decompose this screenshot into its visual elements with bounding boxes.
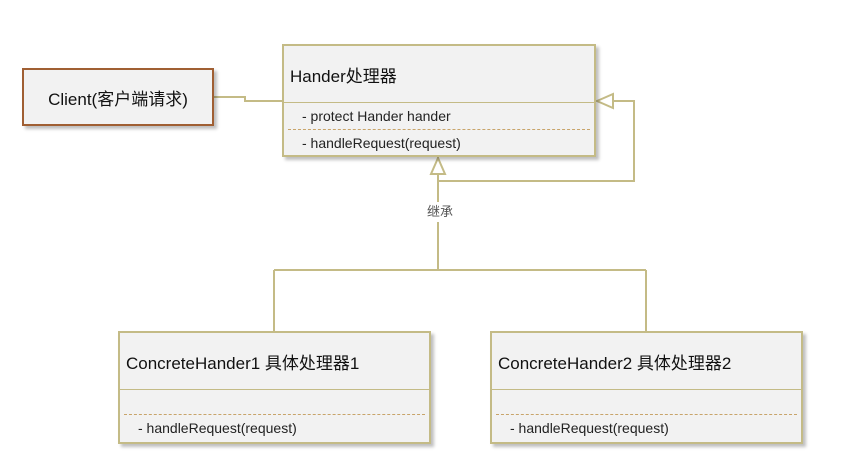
concrete-handler-1-method: - handleRequest(request): [138, 420, 297, 436]
self-reference-arrowhead: [594, 92, 614, 110]
concrete-handler-1-attributes: [120, 390, 429, 414]
concrete-handler-2-method: - handleRequest(request): [510, 420, 669, 436]
concrete-handler-2-title: ConcreteHander2 具体处理器2: [492, 333, 801, 390]
handler-divider: [288, 129, 590, 130]
inheritance-label: 继承: [424, 202, 456, 222]
client-label: Client(客户端请求): [48, 89, 188, 109]
handler-method: - handleRequest(request): [302, 134, 461, 151]
concrete-handler-2-attributes: [492, 390, 801, 414]
handler-attribute: - protect Hander hander: [302, 108, 451, 124]
inheritance-arrowhead: [429, 155, 447, 175]
concrete-handler-1-title: ConcreteHander1 具体处理器1: [120, 333, 429, 390]
handler-class-box[interactable]: Hander处理器 - protect Hander hander - hand…: [282, 44, 596, 157]
concrete-handler-1-divider: [124, 414, 425, 415]
concrete-handler-2-box[interactable]: ConcreteHander2 具体处理器2 - handleRequest(r…: [490, 331, 803, 444]
concrete-handler-1-box[interactable]: ConcreteHander1 具体处理器1 - handleRequest(r…: [118, 331, 431, 444]
client-box[interactable]: Client(客户端请求): [22, 68, 214, 126]
handler-class-title: Hander处理器: [284, 46, 594, 103]
concrete-handler-2-divider: [496, 414, 797, 415]
client-association-line: [214, 96, 282, 102]
